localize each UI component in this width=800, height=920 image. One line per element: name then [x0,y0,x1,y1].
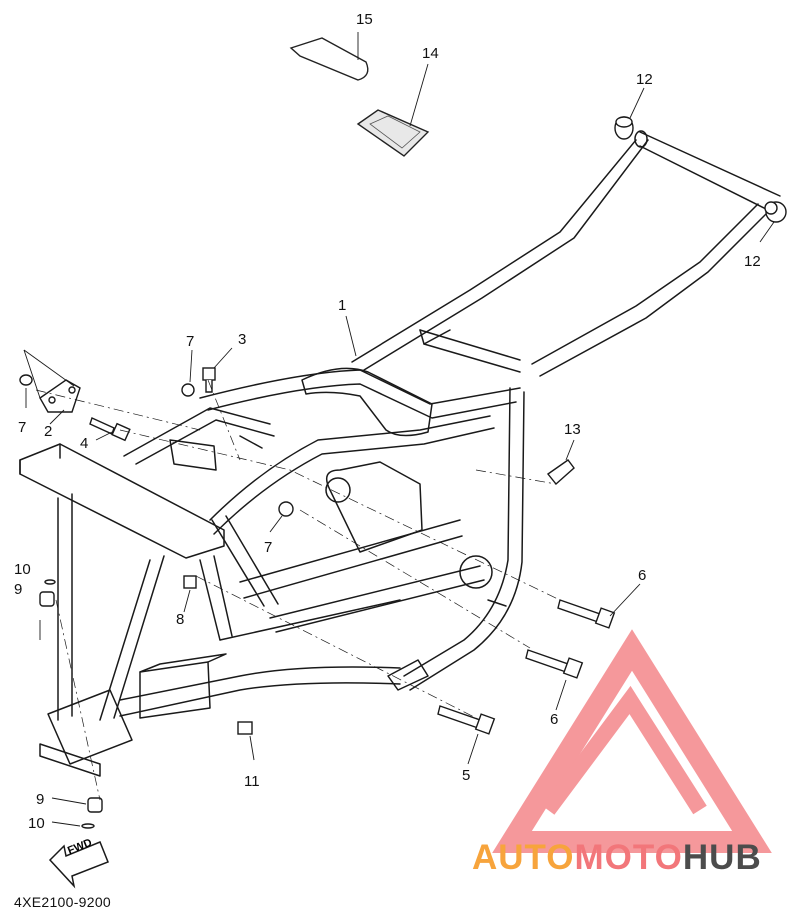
callout-1: 1 [338,297,347,314]
damper-9-lower [87,797,103,813]
watermark-auto: AUTO [472,838,575,877]
rubber-cap-12-right [764,201,787,223]
watermark-logo-triangle [492,629,772,853]
callout-11: 11 [244,773,260,790]
callout-10-upper: 10 [14,561,31,578]
callout-7-mid: 7 [186,333,195,350]
clip-13 [546,459,575,486]
callout-7-left: 7 [18,419,27,436]
callout-10-lower: 10 [28,815,45,832]
callout-15: 15 [356,11,373,28]
callout-6-upper: 6 [638,567,647,584]
callout-14: 14 [422,45,439,62]
callout-13: 13 [564,421,581,438]
bolt-6-lower [525,649,584,679]
watermark-text: AUTOMOTOHUB [472,838,762,878]
bolt-4 [89,417,131,442]
decal-15 [289,37,369,81]
watermark-hub: HUB [682,838,762,877]
nut-8 [183,575,197,589]
callout-8: 8 [176,611,185,628]
callout-6-lower: 6 [550,711,559,728]
centerlines [35,379,561,801]
leader-lines [23,32,775,827]
decal-14 [356,109,430,157]
bolt-6-upper [557,599,616,629]
part-code: 4XE2100-9200 [14,894,112,910]
collar-7-left [19,374,33,386]
callout-5: 5 [462,767,471,784]
bolt-11 [237,721,253,735]
callout-3: 3 [238,331,247,348]
fwd-arrow [48,841,109,889]
bolt-5 [437,705,496,735]
callout-12-right: 12 [744,253,761,270]
callout-2: 2 [44,423,53,440]
callout-9-upper: 9 [14,581,23,598]
bolt-3 [202,367,216,393]
main-frame [19,130,781,777]
washer-10-lower [81,823,95,829]
callout-7-right: 7 [264,539,273,556]
washer-10-upper [44,579,56,585]
collar-7-right [278,501,294,517]
damper-9-upper [39,591,55,607]
collar-7-mid [181,383,195,397]
hardware-parts [19,116,787,829]
watermark-moto: MOTO [574,838,683,877]
callout-4: 4 [80,435,89,452]
callout-9-lower: 9 [36,791,45,808]
callout-12-top: 12 [636,71,653,88]
rubber-cap-12-top [614,116,634,140]
